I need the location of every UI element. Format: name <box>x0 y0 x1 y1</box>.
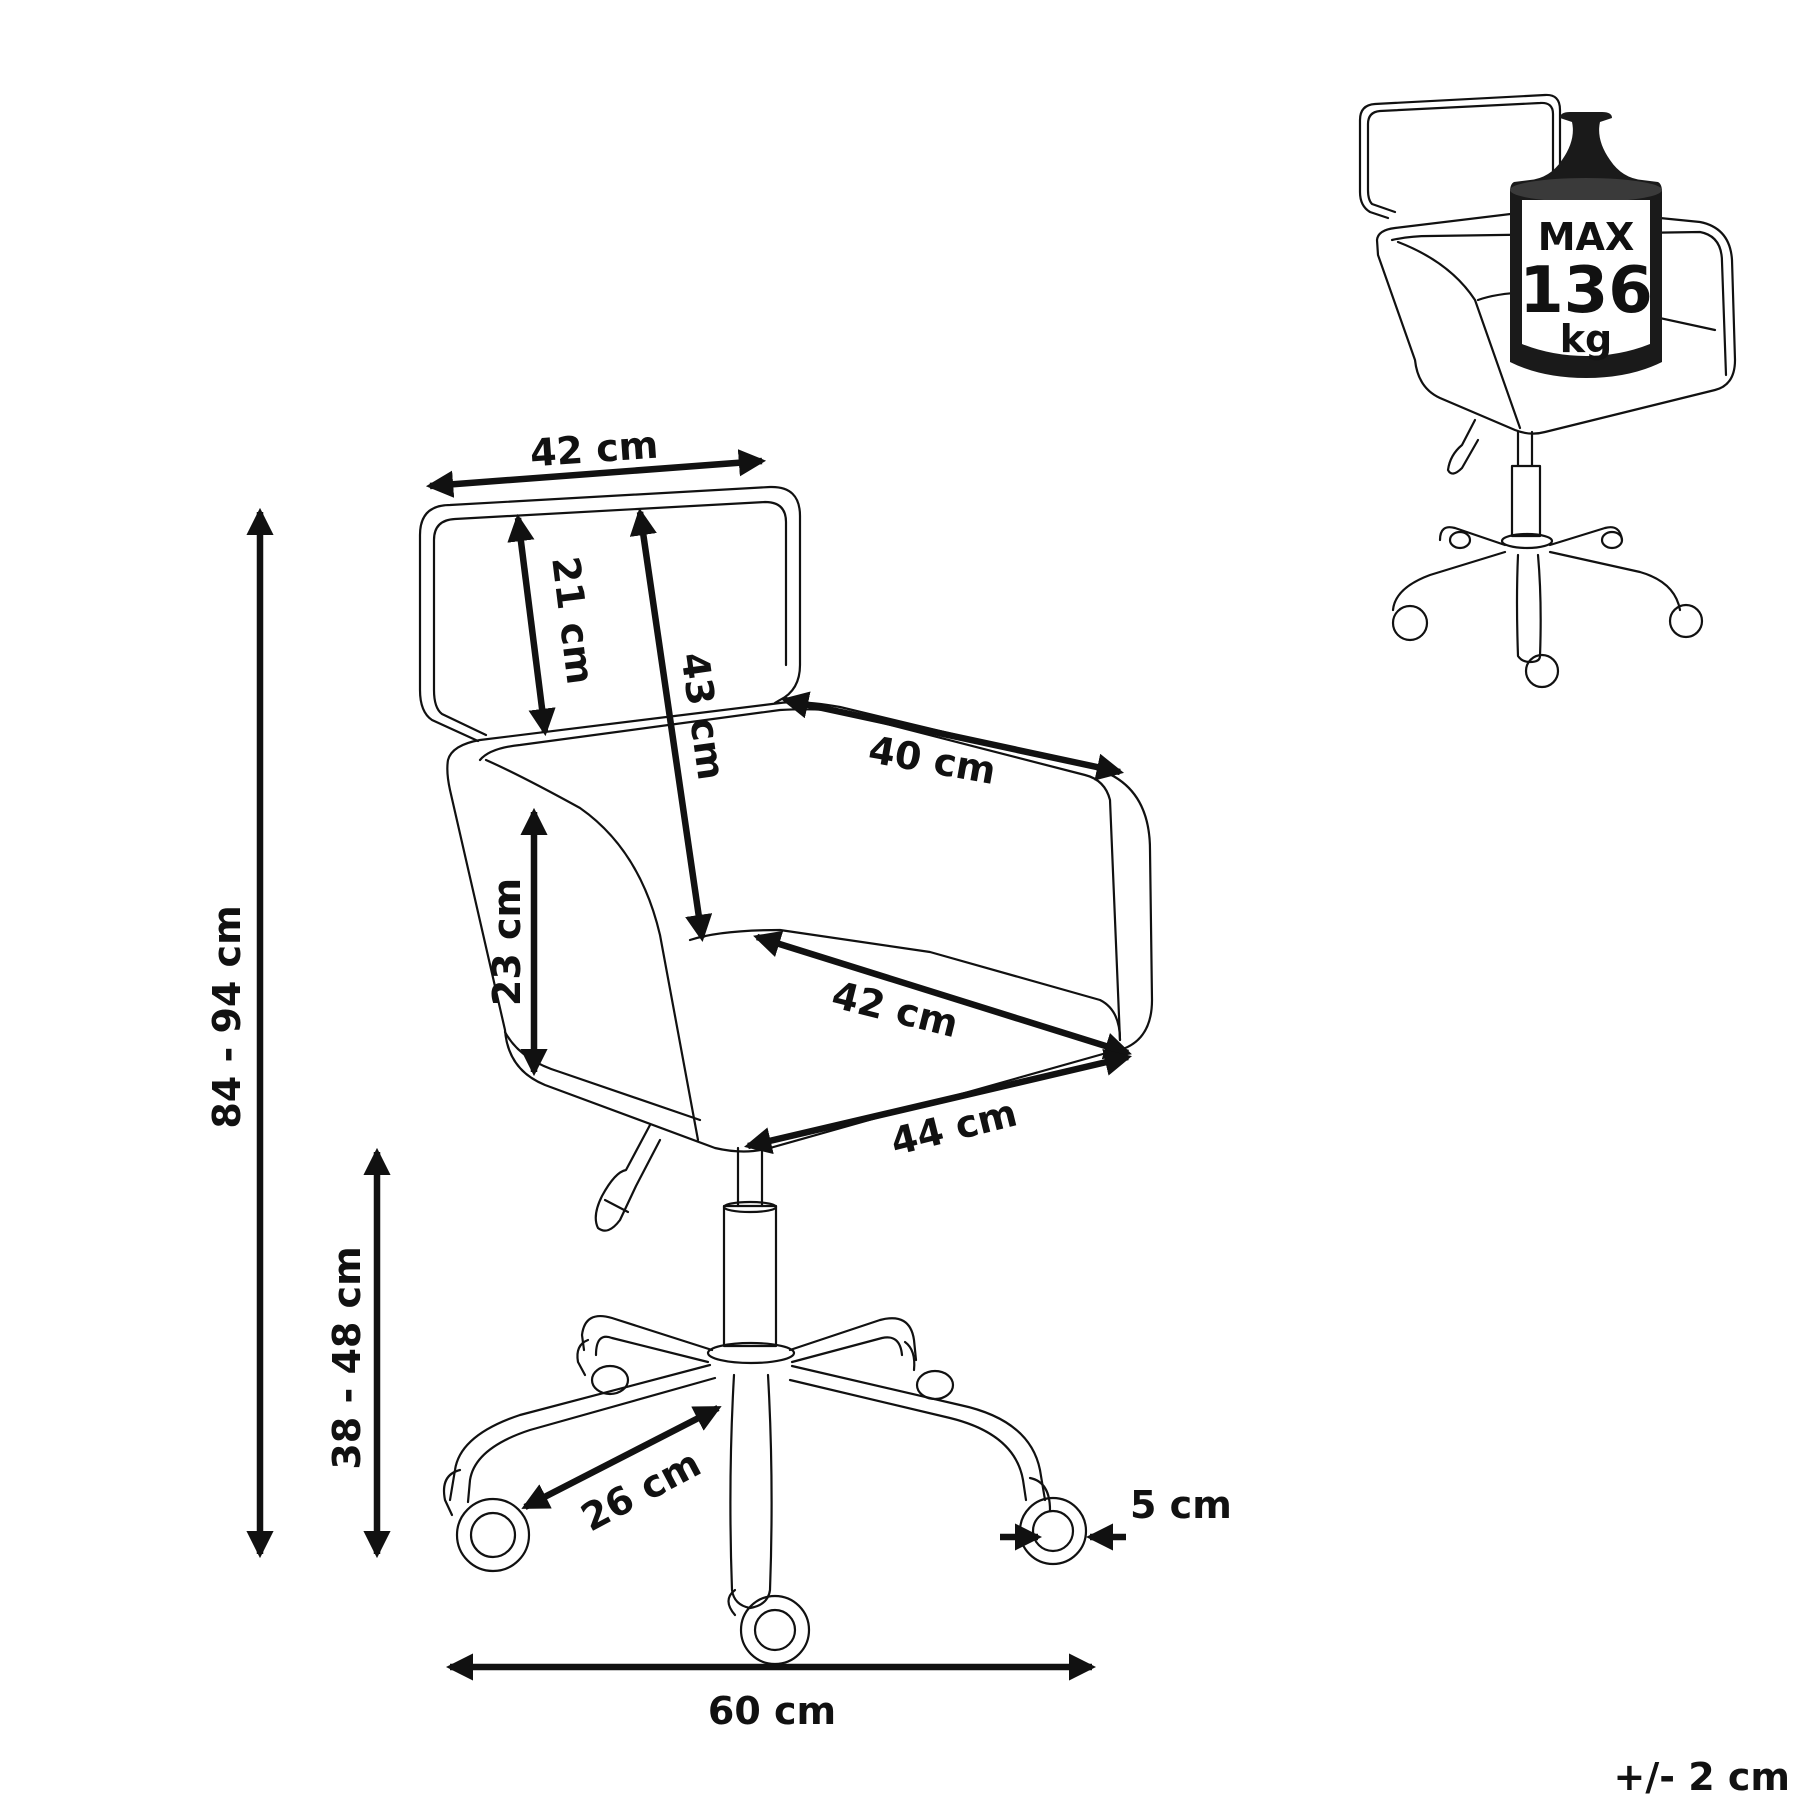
label-wheel-width: 5 cm <box>1130 1483 1232 1527</box>
hub-ring <box>706 1341 796 1365</box>
label-back-height: 43 cm <box>672 650 733 783</box>
dimension-labels: 42 cm 21 cm 43 cm 40 cm 23 cm 42 cm 44 c… <box>205 423 1232 1733</box>
caster-front <box>727 1588 811 1666</box>
small-backrest <box>1358 93 1562 220</box>
small-lever <box>1446 418 1480 475</box>
base-leg-back-left <box>580 1314 714 1364</box>
weight-badge-value: 136 <box>1519 254 1653 328</box>
arrow-leg-length <box>521 1405 722 1510</box>
caster-back-right <box>903 1340 955 1401</box>
label-armrest-height: 23 cm <box>485 878 529 1006</box>
label-backrest-height: 21 cm <box>543 554 602 687</box>
height-lever <box>594 1123 662 1232</box>
label-leg-length: 26 cm <box>574 1441 708 1540</box>
caster-back-left <box>576 1338 630 1396</box>
small-column <box>1510 430 1542 538</box>
label-seat-height: 38 - 48 cm <box>325 1246 369 1469</box>
shell-outline <box>446 701 1154 1153</box>
label-total-height: 84 - 94 cm <box>205 905 249 1128</box>
small-base <box>1391 526 1682 664</box>
tolerance-note: +/- 2 cm <box>1613 1755 1790 1799</box>
weight-badge-max: MAX <box>1538 215 1635 259</box>
label-backrest-width: 42 cm <box>529 423 660 476</box>
small-shell <box>1375 206 1737 435</box>
arrow-seat-width <box>744 1049 1132 1154</box>
weight-badge-unit: kg <box>1560 317 1612 361</box>
base-leg-front <box>729 1373 773 1610</box>
base-leg-back-right <box>788 1317 918 1364</box>
label-armrest-depth: 40 cm <box>865 727 999 793</box>
arrow-back-height <box>629 507 713 943</box>
arrow-seat-depth <box>753 930 1132 1060</box>
base-leg-right <box>788 1364 1047 1502</box>
backrest-outline <box>418 485 802 743</box>
gas-column <box>722 1204 778 1348</box>
arrow-armrest-depth <box>780 691 1125 781</box>
arrow-backrest-height <box>507 513 556 737</box>
weight-badge: MAX 136 kg <box>1510 112 1662 378</box>
caster-right <box>1018 1476 1088 1566</box>
dimension-arrows <box>246 449 1132 1681</box>
backrest-inner <box>432 500 788 737</box>
gas-column-top <box>736 1144 764 1208</box>
arrow-backrest-width <box>425 449 767 498</box>
label-base-width: 60 cm <box>708 1689 836 1733</box>
armrest-inner-left <box>478 708 1122 1042</box>
label-seat-width: 44 cm <box>886 1091 1021 1165</box>
caster-left <box>442 1468 531 1573</box>
